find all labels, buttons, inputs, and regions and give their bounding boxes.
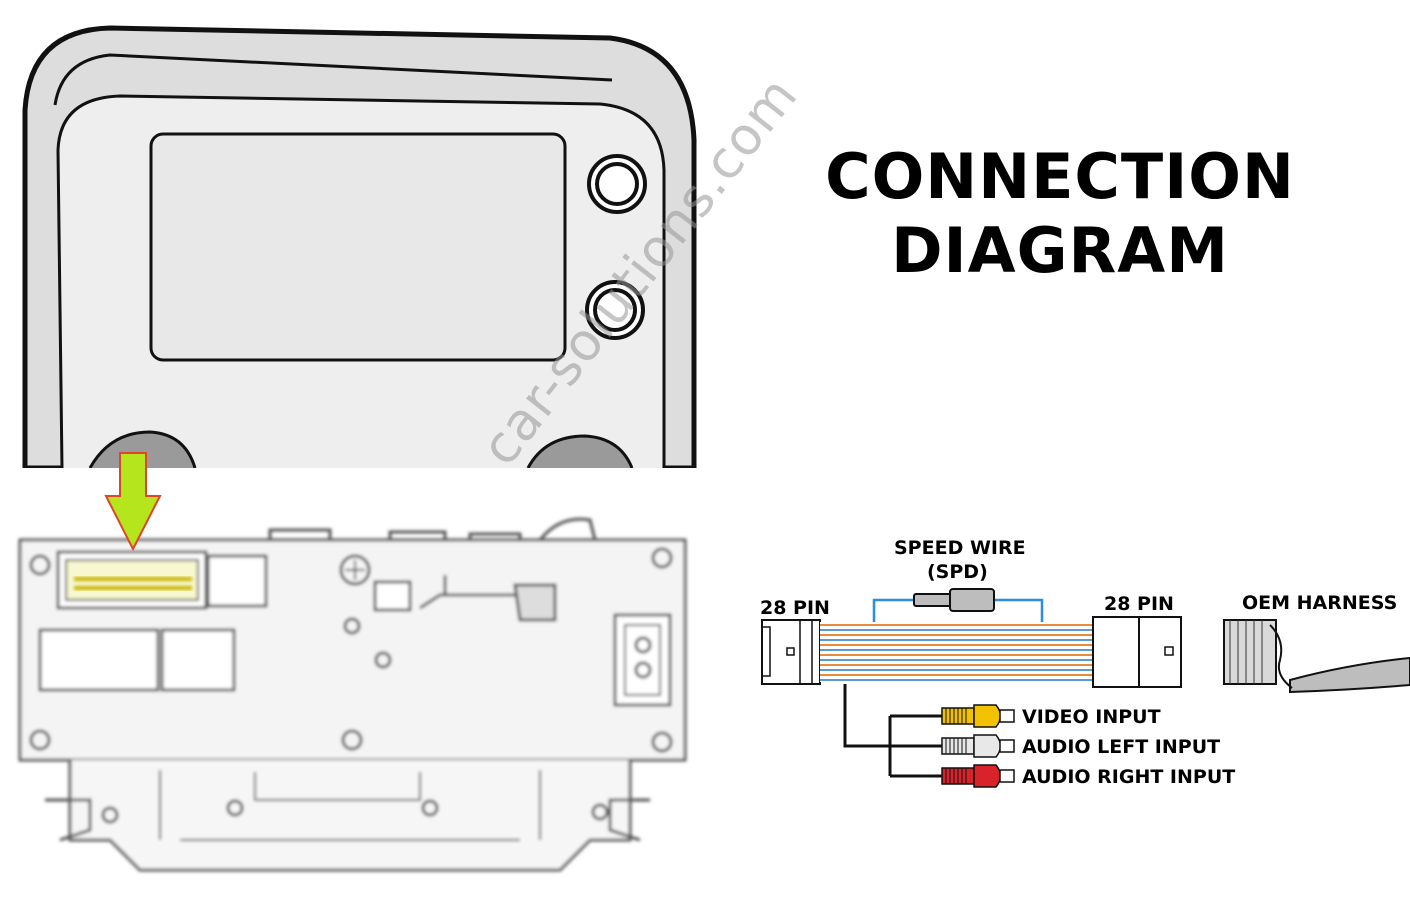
video-input-label: VIDEO INPUT: [1022, 706, 1161, 728]
harness-port-pins: [74, 577, 192, 590]
oem-harness-connector: [1223, 619, 1410, 694]
head-unit-rear-panel: [18, 517, 687, 872]
rca-audio-left-plug: [941, 734, 1015, 758]
speed-wire: [872, 598, 1044, 622]
speed-wire-plug: [949, 588, 995, 612]
oem-harness-label: OEM HARNESS: [1242, 592, 1398, 614]
audio-left-input-label: AUDIO LEFT INPUT: [1022, 736, 1221, 758]
connector-28pin-left: [761, 619, 821, 685]
audio-right-input-label: AUDIO RIGHT INPUT: [1022, 766, 1236, 788]
rca-audio-right-plug: [941, 764, 1015, 788]
pin-left-label: 28 PIN: [760, 597, 830, 619]
title-line-2: DIAGRAM: [891, 214, 1229, 287]
pin-right-label: 28 PIN: [1104, 593, 1174, 615]
page-title: CONNECTION DIAGRAM: [790, 140, 1330, 288]
head-unit-illustration: [22, 25, 697, 471]
green-arrow-icon: [104, 452, 162, 552]
screen-display: [149, 132, 567, 362]
title-line-1: CONNECTION: [825, 140, 1295, 213]
speed-wire-code-label: (SPD): [927, 561, 988, 583]
wiring-harness: [761, 588, 1410, 788]
rca-video-plug: [941, 704, 1015, 728]
speed-wire-label: SPEED WIRE: [894, 537, 1026, 559]
